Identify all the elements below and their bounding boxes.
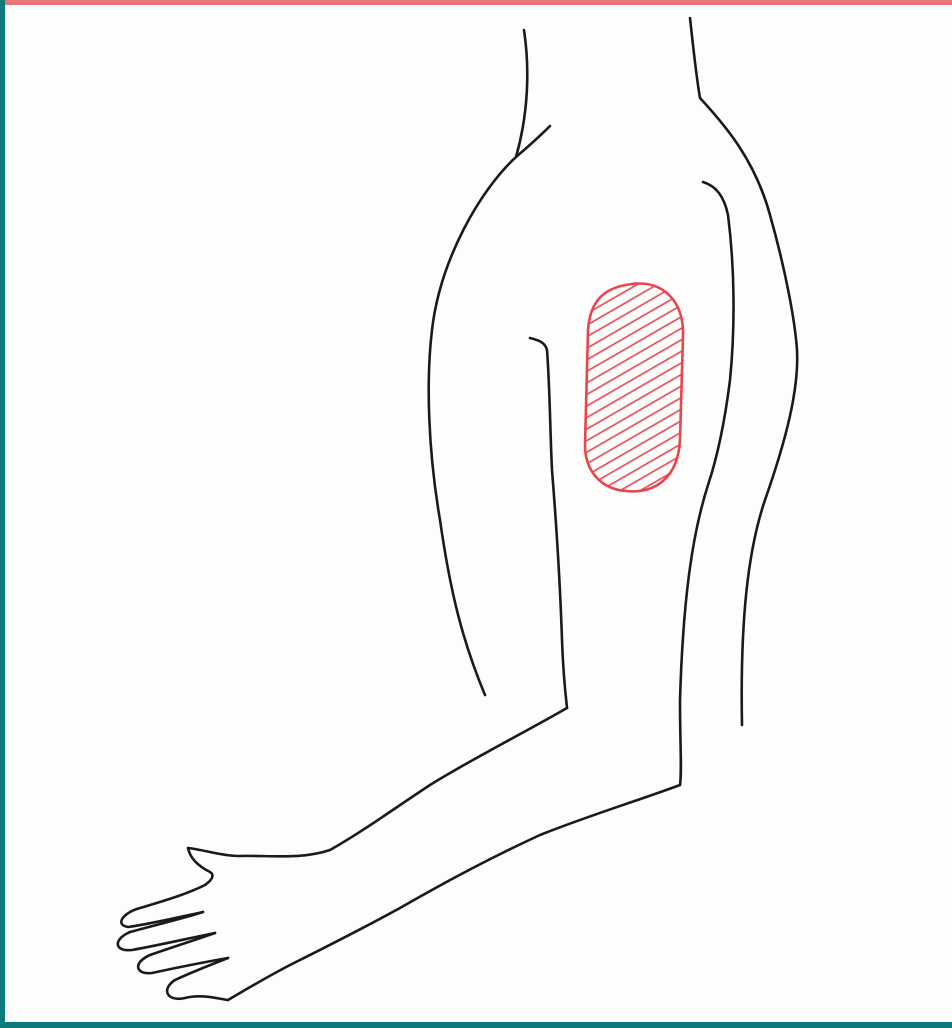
upper-arm-left-outline bbox=[429, 30, 528, 695]
forearm-bottom-outline bbox=[228, 785, 680, 1000]
injection-site-marker bbox=[580, 280, 690, 500]
hand-palm-outline bbox=[121, 885, 205, 927]
upper-arm-right-outline bbox=[690, 18, 797, 725]
finger-1-outline bbox=[118, 912, 215, 950]
biceps-contour bbox=[530, 338, 567, 708]
arm-back-contour bbox=[680, 182, 734, 785]
bottom-accent-bar bbox=[0, 1022, 952, 1028]
thumb-outline bbox=[188, 848, 212, 885]
forearm-top-outline bbox=[188, 708, 567, 856]
